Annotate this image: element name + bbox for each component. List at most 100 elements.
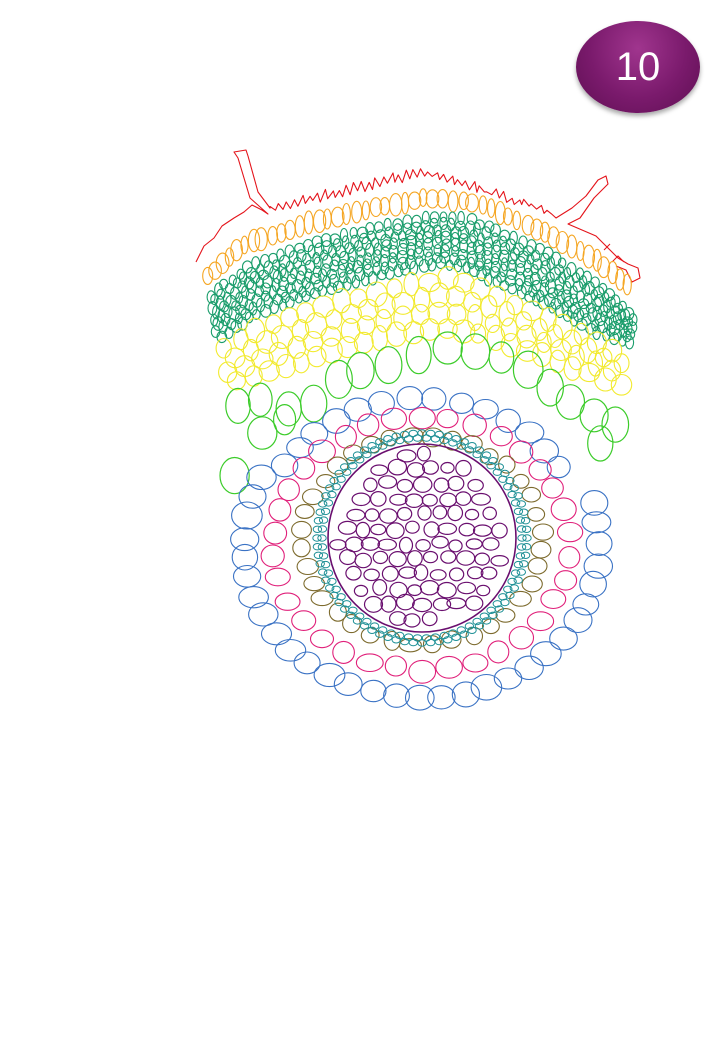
collenchyma-cell (453, 258, 463, 273)
hypodermis-inner-cell (374, 292, 396, 320)
collenchyma-cell (352, 260, 364, 274)
sheath-cell (510, 499, 521, 507)
collenchyma-cell (365, 242, 375, 258)
sheath-cell (375, 438, 385, 446)
cortex-inner-cell (530, 641, 562, 667)
cortex-inner-cell (231, 501, 263, 530)
cortex-inner-cell (274, 638, 307, 662)
cortex-inner-cell (270, 453, 299, 478)
stele-cell (429, 569, 447, 581)
cortex-outer-cell (219, 456, 250, 495)
collenchyma-cell (498, 249, 510, 264)
pericycle-cell (508, 440, 534, 464)
hypodermis-inner-cell (353, 331, 374, 354)
hypodermis-inner-cell (486, 324, 506, 352)
stele-cell (465, 538, 483, 550)
hypodermis-inner-cell (393, 305, 413, 332)
sheath-cell (317, 534, 327, 542)
cortex-inner-cell (246, 464, 277, 491)
endodermis-cell (495, 608, 516, 623)
hypodermis-outer-layer (202, 188, 632, 296)
sheath-cell (494, 463, 504, 471)
collenchyma-cell (536, 289, 545, 303)
sheath-cell (492, 600, 502, 608)
collenchyma-cell (517, 250, 529, 263)
collenchyma-cell (372, 261, 381, 276)
cortex-outer-cell (247, 382, 273, 417)
cortex-outer-cell (579, 398, 609, 433)
sheath-cell (386, 629, 396, 637)
collenchyma-cell (409, 260, 419, 276)
cortex-inner-cell (546, 455, 571, 479)
pericycle-cell (277, 478, 300, 502)
sheath-cell (513, 576, 523, 584)
collenchyma-cell (550, 251, 562, 266)
collenchyma-cell (311, 235, 323, 249)
vascular-sheath-ring (312, 429, 532, 647)
sheath-cell (320, 507, 331, 516)
hypodermis-outer-cell (592, 248, 602, 272)
collenchyma-cell (332, 280, 344, 293)
collenchyma-cell (582, 283, 591, 297)
collenchyma-cell (422, 231, 434, 244)
cortex-inner-cell (493, 667, 523, 690)
stele-cell (363, 568, 380, 582)
stele-cell (370, 523, 387, 536)
collenchyma-cell (236, 268, 245, 280)
stele-cell (439, 492, 458, 508)
stele-cell (480, 566, 498, 580)
collenchyma-cell (421, 210, 430, 225)
collenchyma-cell (313, 242, 325, 257)
sheath-cell (369, 622, 380, 630)
collenchyma-cell (230, 319, 242, 333)
pericycle-cell (540, 589, 567, 610)
sheath-cell (342, 468, 352, 476)
hypodermis-inner-cell (332, 288, 352, 314)
collenchyma-cell (223, 305, 233, 319)
sheath-cell (334, 598, 344, 607)
sheath-cell (318, 552, 329, 560)
collenchyma-cell (439, 211, 448, 223)
sheath-cell (448, 439, 458, 447)
collenchyma-cell (238, 294, 248, 309)
cortex-outer-cell (536, 368, 564, 407)
hypodermis-outer-cell (330, 206, 345, 228)
collenchyma-cell (373, 242, 382, 256)
stele-cell (440, 550, 457, 564)
collenchyma-cell (466, 213, 478, 225)
hypodermis-outer-cell (607, 260, 619, 285)
hypodermis-outer-cell (465, 193, 479, 213)
collenchyma-cell (380, 246, 391, 259)
stele-cell (395, 593, 415, 611)
stele-cell (436, 581, 457, 599)
hypodermis-outer-cell (341, 202, 351, 226)
sheath-cell (516, 568, 526, 576)
cortex-outer-cell (460, 333, 491, 370)
stele-cell (481, 537, 500, 551)
sheath-cell (313, 517, 324, 525)
collenchyma-cell (567, 304, 579, 319)
sheath-cell (383, 435, 393, 443)
stele-cell (372, 579, 388, 596)
collenchyma-cell (540, 260, 551, 275)
sheath-cell (472, 617, 482, 626)
hypodermis-outer-cell (425, 189, 440, 209)
cortex-inner-cell (404, 684, 435, 711)
collenchyma-cell (365, 222, 375, 235)
pericycle-cell (332, 640, 355, 664)
hypodermis-outer-cell (555, 230, 570, 255)
stele-cell (387, 458, 408, 476)
collenchyma-cell (526, 253, 535, 265)
sheath-cell (521, 525, 532, 533)
sheath-cell (400, 430, 410, 439)
collenchyma-cell (467, 256, 476, 270)
stele-cell (432, 505, 448, 520)
hypodermis-outer-cell (230, 239, 243, 262)
sheath-cell (459, 630, 469, 638)
epidermal-hair (603, 243, 625, 263)
sheath-cell (513, 507, 524, 516)
stele-cell (398, 566, 417, 579)
collenchyma-cell (433, 243, 443, 257)
hypodermis-outer-cell (388, 193, 403, 217)
sheath-cell (318, 568, 328, 576)
